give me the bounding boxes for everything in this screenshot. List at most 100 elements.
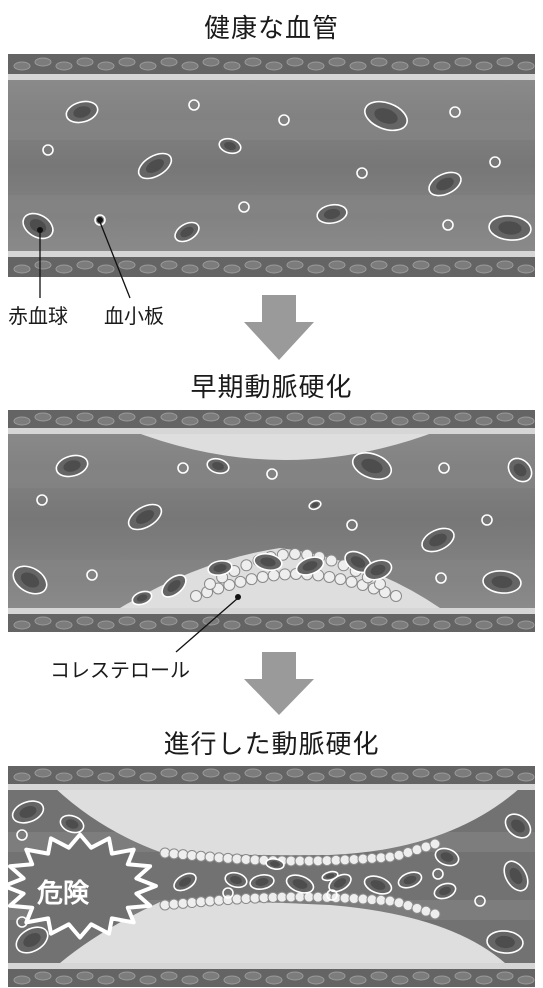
cholesterol-bead [276, 891, 288, 903]
wall-cell [244, 768, 262, 778]
early-vessel [8, 410, 535, 653]
wall-stripe [8, 74, 535, 80]
cholesterol-bead [159, 899, 171, 911]
wall-cell [76, 57, 94, 67]
wall-cell [34, 616, 52, 626]
cholesterol-bead [330, 854, 342, 866]
cholesterol-bead [231, 893, 243, 905]
wall-cell [433, 264, 451, 274]
wall-cell [55, 61, 73, 71]
wall-cell [76, 971, 94, 981]
red-blood-cell [137, 152, 173, 180]
wall-cell [496, 971, 514, 981]
wall-cell [265, 772, 283, 782]
wall-cell [370, 616, 388, 626]
wall-cell [517, 416, 535, 426]
wall-cell [454, 260, 472, 270]
wall-cell [475, 975, 493, 985]
wall-cell [13, 264, 31, 274]
red-blood-cell [127, 503, 163, 531]
wall-cell [475, 416, 493, 426]
cholesterol-bead [429, 908, 441, 920]
red-blood-cell [363, 875, 393, 895]
wall-cell [307, 772, 325, 782]
label-danger: 危険 [37, 879, 90, 909]
wall-cell [517, 975, 535, 985]
wall-cell [454, 57, 472, 67]
wall-cell [118, 57, 136, 67]
cholesterol-bead [339, 854, 351, 866]
wall-cell [349, 620, 367, 630]
cholesterol-bead [204, 578, 216, 590]
wall-stripe [8, 428, 535, 434]
wall-cell [181, 416, 199, 426]
wall-cell [13, 61, 31, 71]
wall-cell [265, 620, 283, 630]
wall-stripe [8, 251, 535, 257]
wall-cell [433, 772, 451, 782]
wall-cell [55, 975, 73, 985]
plaque-top [55, 788, 520, 856]
wall-cell [391, 416, 409, 426]
wall-cell [76, 260, 94, 270]
cholesterol-bead [339, 892, 351, 904]
wall-cell [97, 620, 115, 630]
wall-cell [454, 768, 472, 778]
wall-cell [265, 975, 283, 985]
wall-cell [496, 412, 514, 422]
cholesterol-bead [177, 897, 189, 909]
cholesterol-bead [204, 851, 216, 863]
platelet [438, 462, 450, 474]
cholesterol-bead [258, 892, 270, 904]
wall-cell [391, 620, 409, 630]
wall-cell [223, 61, 241, 71]
red-blood-cell [206, 457, 230, 475]
title-advanced: 進行した動脈硬化 [163, 730, 380, 760]
cholesterol-bead [334, 573, 347, 586]
vessel-wall-top [8, 54, 535, 80]
wall-cell [349, 264, 367, 274]
platelet [42, 144, 54, 156]
wall-cell [286, 57, 304, 67]
wall-cell [391, 61, 409, 71]
red-blood-cell [397, 871, 423, 889]
red-blood-cell [316, 203, 348, 225]
pointer-dot [97, 217, 103, 223]
platelet [278, 114, 290, 126]
cholesterol-bead [276, 548, 289, 561]
wall-cell [181, 620, 199, 630]
red-blood-cell [22, 212, 54, 240]
cholesterol-bead [402, 900, 414, 912]
wall-cell [328, 768, 346, 778]
cholesterol-bead [285, 891, 297, 903]
cholesterol-bead [402, 846, 414, 858]
wall-cell [160, 260, 178, 270]
vessel-wall-top [8, 766, 535, 790]
wall-cell [265, 416, 283, 426]
wall-cell [391, 264, 409, 274]
cholesterol-bead [312, 855, 324, 867]
wall-cell [139, 264, 157, 274]
lumen-band [8, 120, 535, 140]
red-blood-cell [321, 870, 339, 882]
cholesterol-bead [366, 852, 378, 864]
red-blood-cell [421, 527, 455, 553]
wall-cell [34, 971, 52, 981]
healthy-vessel [8, 54, 535, 299]
cholesterol-bead [321, 855, 333, 867]
wall-cell [160, 768, 178, 778]
wall-cell [160, 616, 178, 626]
label-red-blood-cell: 赤血球 [8, 304, 68, 328]
pointer-dot [37, 227, 43, 233]
wall-cell [328, 57, 346, 67]
wall-cell [286, 971, 304, 981]
wall-cell [517, 620, 535, 630]
platelet [222, 887, 234, 899]
wall-cell [55, 264, 73, 274]
platelet [326, 889, 338, 901]
wall-cell [391, 772, 409, 782]
wall-cell [76, 768, 94, 778]
wall-cell [160, 57, 178, 67]
cholesterol-bead [303, 855, 315, 867]
red-blood-cell [131, 590, 153, 606]
